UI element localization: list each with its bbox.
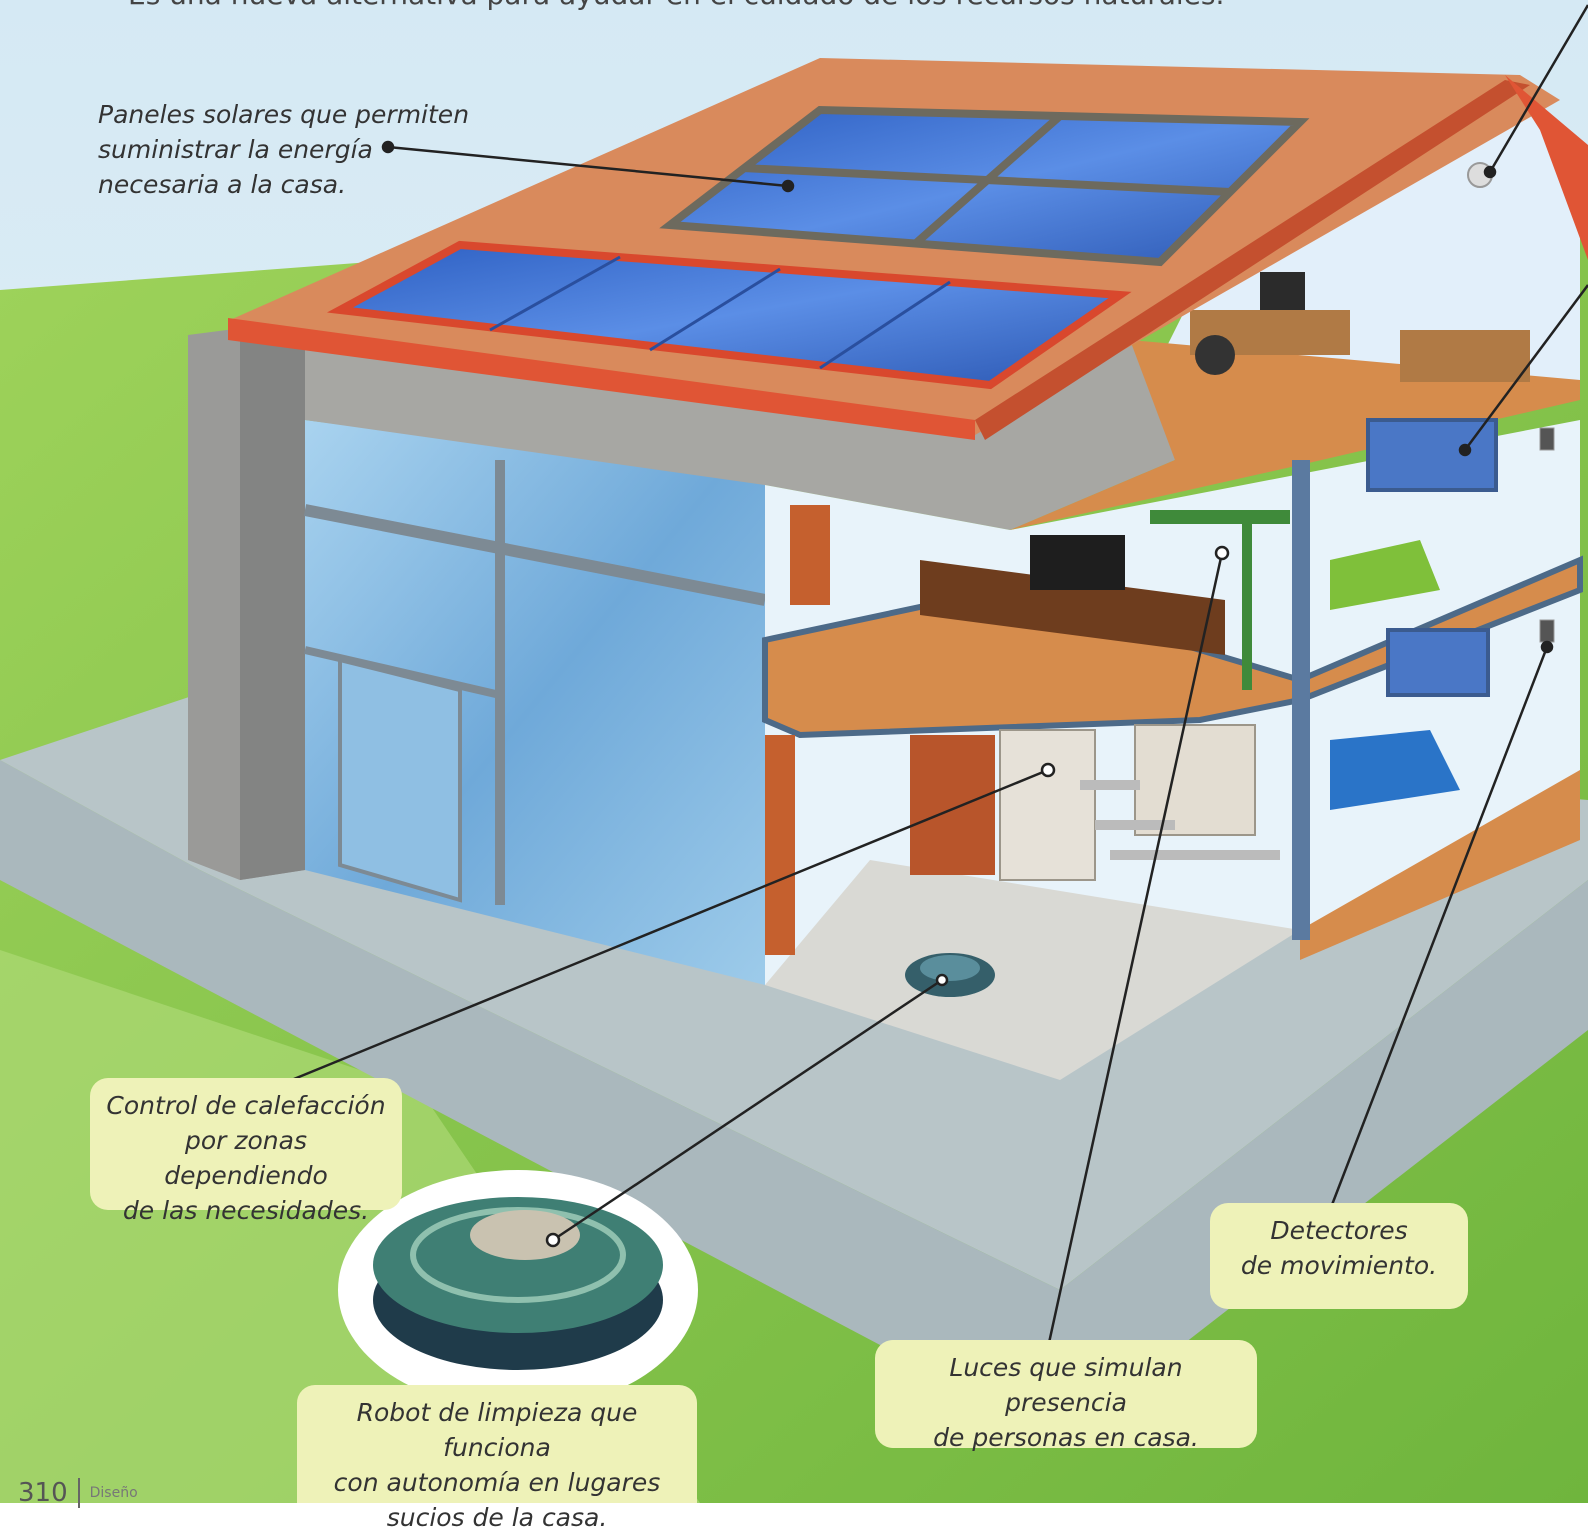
page-footer: 310 Diseño	[18, 1478, 138, 1508]
upper-window	[1366, 418, 1498, 492]
label-solar-panels: Paneles solares que permiten suministrar…	[98, 97, 469, 202]
label-motion-detectors: Detectores de movimiento.	[1210, 1203, 1468, 1309]
label-heating-control-line-2: por zonas dependiendo	[164, 1126, 328, 1190]
tv-stand	[920, 560, 1225, 655]
roof-right-side	[1505, 75, 1588, 260]
label-solar-panels-line-1: Paneles solares que permiten	[98, 100, 470, 129]
label-motion-detectors-line-2: de movimiento.	[1240, 1251, 1438, 1280]
ground-floor-tiles	[765, 860, 1300, 1080]
robot-on-floor-top	[920, 955, 980, 981]
upper-floor	[1010, 340, 1580, 530]
upstairs-cabinet	[1400, 330, 1530, 382]
page-number: 310	[18, 1478, 68, 1508]
label-heating-control-line-1: Control de calefacción	[106, 1091, 386, 1120]
label-presence-lights: Luces que simulan presencia de personas …	[875, 1340, 1257, 1452]
label-solar-panels-line-2: suministrar la energía	[98, 135, 373, 164]
intro-text: Es una nueva alternativa para ayudar en …	[128, 0, 1224, 11]
motion-detector-2	[1539, 619, 1555, 643]
pipe-3	[1110, 850, 1280, 860]
label-heating-control: Control de calefacción por zonas dependi…	[90, 1078, 402, 1225]
upstairs-monitor	[1260, 272, 1305, 310]
upper-bed	[1330, 540, 1440, 610]
robot-closeup-ring	[410, 1207, 626, 1303]
pipe-2	[1095, 820, 1175, 830]
label-solar-panels-line-3: necesaria a la casa.	[98, 170, 347, 199]
label-heating-control-line-3: de las necesidades.	[122, 1196, 370, 1225]
label-motion-detectors-line-1: Detectores	[1270, 1216, 1408, 1245]
solar-panel-back-divider-v	[912, 113, 1063, 247]
label-presence-lights-line-2: de personas en casa.	[933, 1423, 1199, 1452]
bedroom-floor	[1300, 770, 1580, 960]
wood-panel-upper	[790, 505, 830, 605]
divider-column	[1292, 460, 1310, 940]
solar-panel-front	[326, 240, 1132, 390]
boiler-unit	[999, 729, 1096, 881]
wood-panel-right	[910, 735, 995, 875]
floor-lamp-head	[1150, 510, 1290, 524]
tv	[1030, 535, 1125, 590]
label-cleaning-robot-line-3: sucios de la casa.	[386, 1503, 608, 1532]
label-cleaning-robot: Robot de limpieza que funciona con auton…	[297, 1385, 697, 1532]
label-cleaning-robot-line-1: Robot de limpieza que funciona	[356, 1398, 638, 1462]
lower-bed	[1330, 730, 1460, 810]
label-cleaning-robot-line-2: con autonomía en lugares	[333, 1468, 661, 1497]
floor-lamp-pole	[1242, 520, 1252, 690]
glass-frame-h2	[304, 646, 501, 699]
motion-detector-1	[1539, 427, 1555, 451]
solar-panel-front-divider-1	[489, 255, 621, 332]
concrete-slab	[0, 760, 1588, 1440]
footer-section-text: Diseño	[89, 1485, 138, 1501]
robot-closeup-center	[470, 1210, 580, 1260]
glass-frame-h1	[303, 504, 767, 606]
wood-panel-left	[765, 735, 795, 955]
left-column-side	[240, 330, 305, 880]
label-presence-lights-line-1: Luces que simulan presencia	[949, 1353, 1183, 1417]
solar-panel-front-divider-2	[649, 267, 781, 352]
middle-window	[1386, 628, 1490, 697]
control-panel	[1134, 724, 1256, 836]
desk-chair	[1195, 335, 1235, 375]
roof-edge-right	[975, 80, 1530, 440]
footer-divider	[77, 1478, 80, 1508]
roof-edge-front	[228, 318, 975, 440]
glass-door	[338, 657, 462, 903]
pipe-1	[1080, 780, 1140, 790]
solar-panel-front-divider-3	[819, 280, 951, 370]
robot-closeup-top	[373, 1197, 663, 1333]
